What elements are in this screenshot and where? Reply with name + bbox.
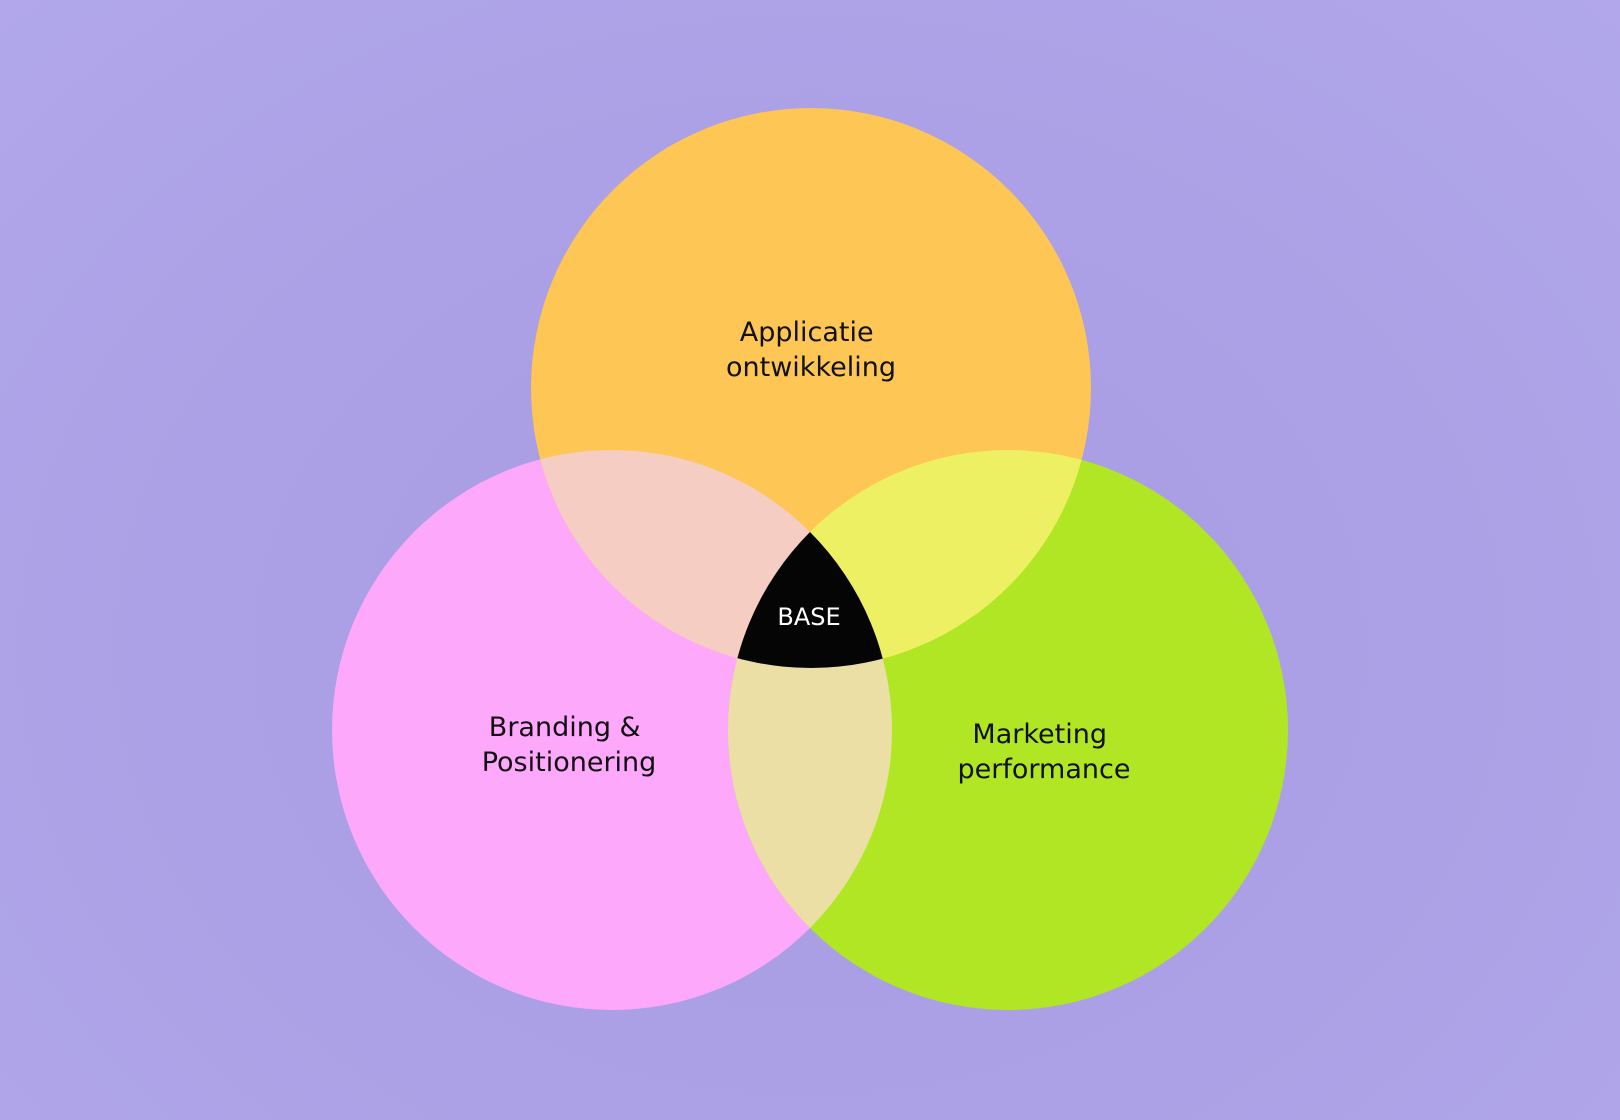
- label-applicatie-ontwikkeling: Applicatie ontwikkeling: [726, 317, 896, 383]
- label-top-line-2: ontwikkeling: [726, 352, 896, 383]
- label-top-line-1: Applicatie: [740, 317, 874, 348]
- label-left-line-2: Positionering: [482, 747, 657, 778]
- overlap-top-right-group: [728, 450, 1091, 668]
- label-right-line-2: performance: [958, 754, 1131, 785]
- label-right-line-1: Marketing: [972, 719, 1107, 750]
- overlap-top-left: [531, 450, 892, 668]
- overlap-top-right: [728, 450, 1091, 668]
- label-branding-positionering: Branding & Positionering: [482, 712, 657, 778]
- label-marketing-performance: Marketing performance: [958, 719, 1131, 785]
- label-left-line-1: Branding &: [489, 712, 641, 743]
- overlap-top-left-group: [531, 450, 892, 668]
- label-base: BASE: [777, 603, 840, 631]
